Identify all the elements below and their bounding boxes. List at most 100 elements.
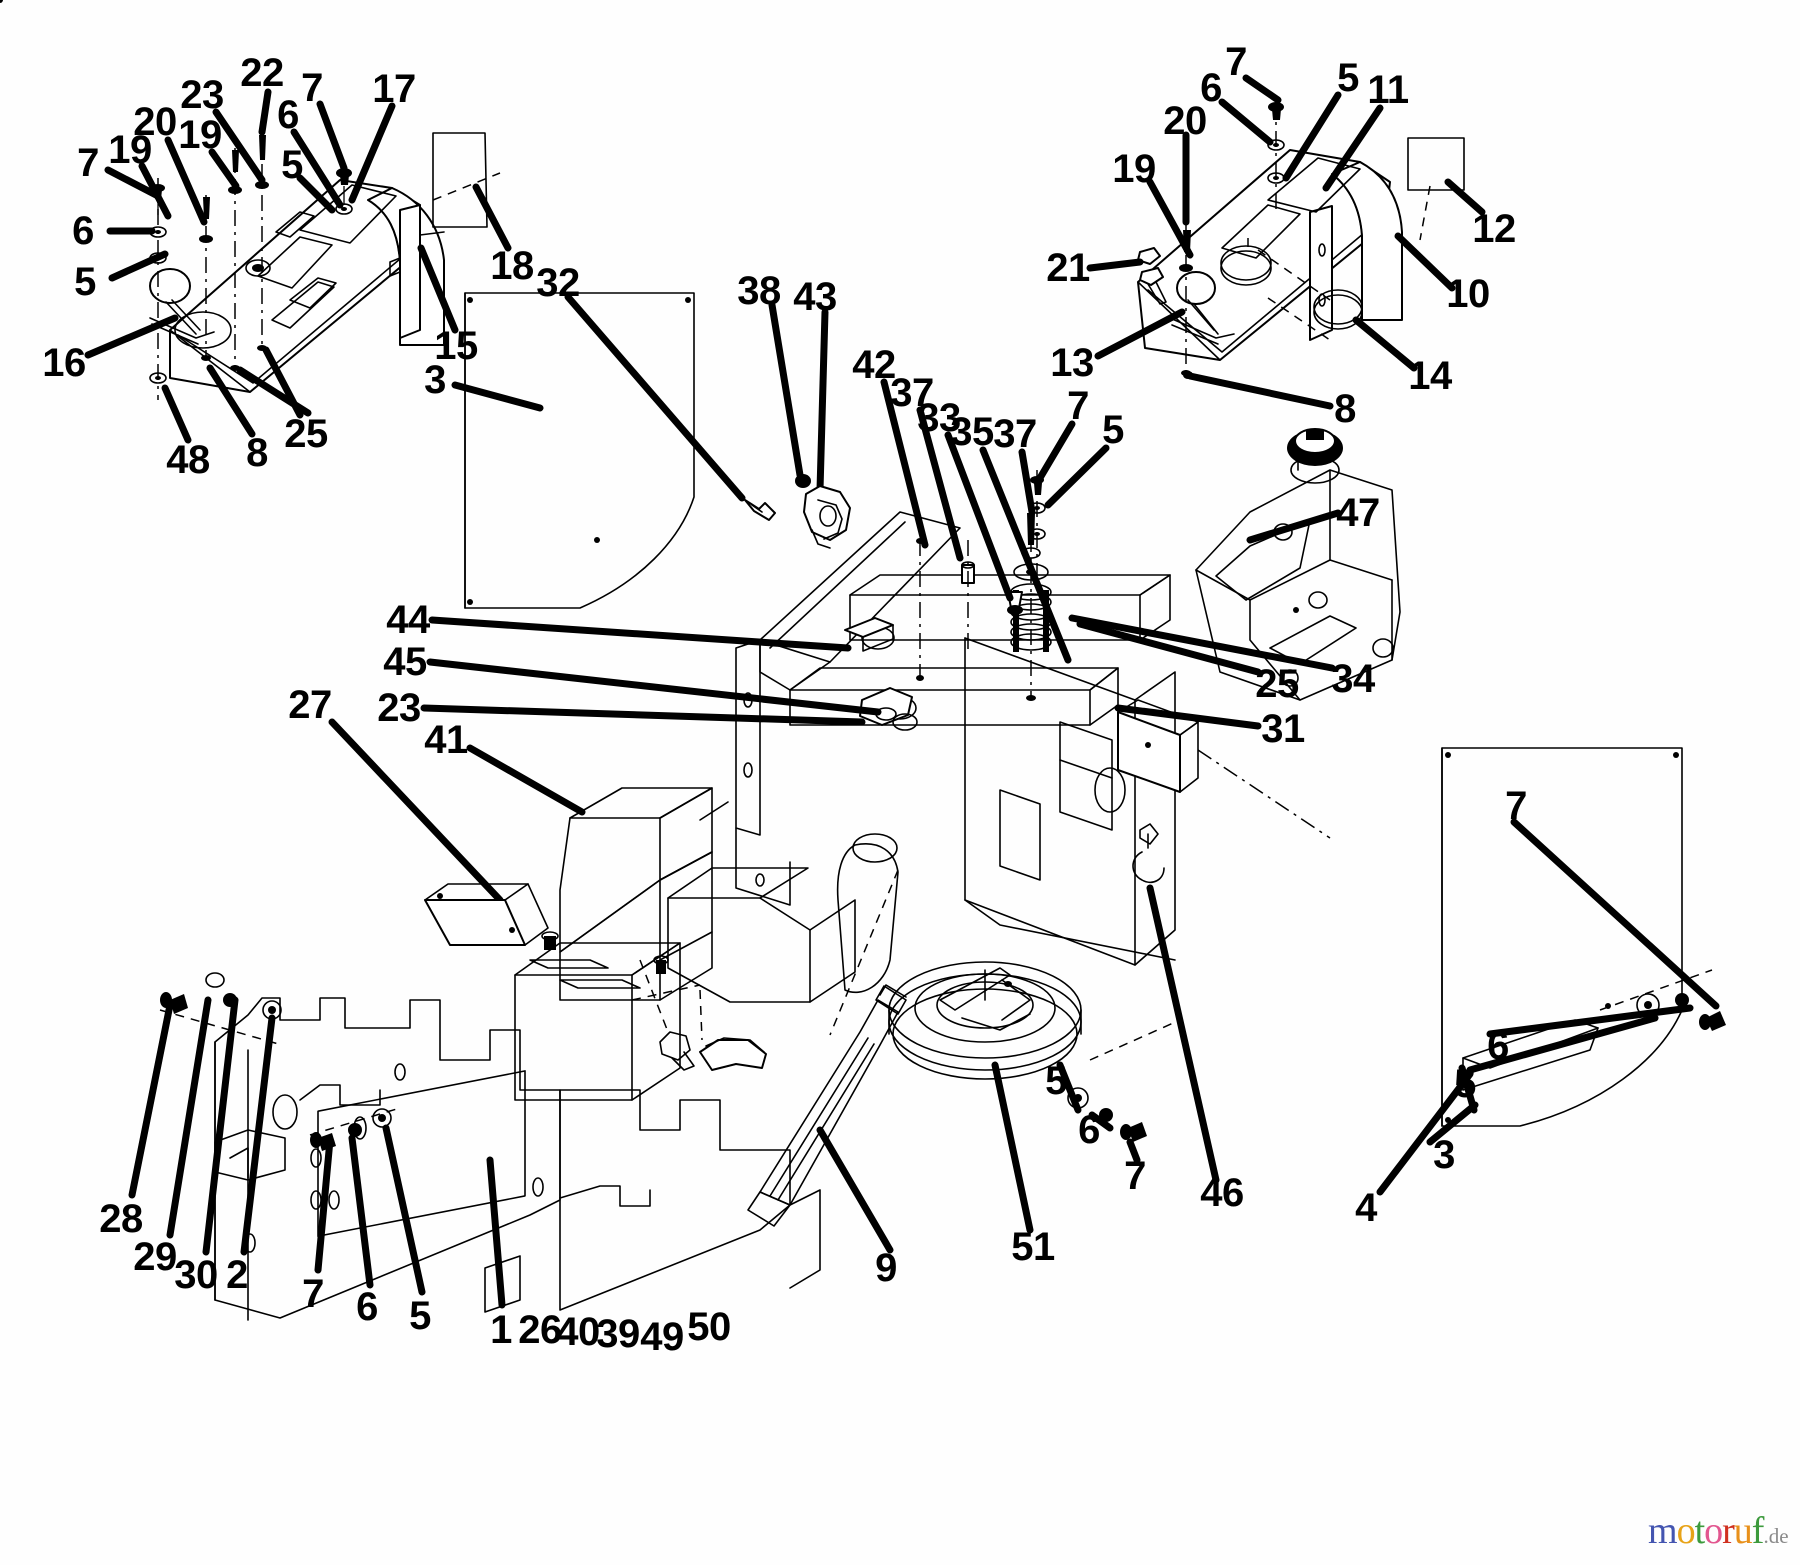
leaders-center-top [880, 378, 1110, 664]
callout-c4: 19 [108, 128, 152, 172]
callout-c27: 37 [993, 412, 1037, 456]
callout-c26: 35 [950, 410, 994, 454]
callout-c54: 2 [226, 1253, 248, 1297]
callout-c71: 3 [1433, 1133, 1455, 1177]
callout-c33: 7 [1225, 40, 1247, 84]
latch-32 [564, 293, 776, 521]
wm-letter-r: r [1722, 1510, 1735, 1552]
callout-c50: 41 [424, 718, 468, 762]
callout-c15: 8 [246, 431, 268, 475]
callout-c21: 38 [737, 269, 781, 313]
callout-c53: 30 [174, 1253, 218, 1297]
callout-c72: 5 [1454, 1062, 1476, 1106]
callout-c2: 6 [72, 209, 94, 253]
callout-c57: 5 [409, 1294, 431, 1338]
callout-c44: 34 [1331, 657, 1375, 701]
seat-41 [424, 787, 856, 1003]
wm-letter-m: m [1648, 1510, 1678, 1552]
callout-c41: 8 [1334, 387, 1356, 431]
fastener-stack-mid [199, 195, 213, 361]
callout-c46: 44 [386, 598, 430, 642]
left-fender-assembly [149, 133, 445, 400]
callout-c48: 23 [377, 686, 421, 730]
callout-c28: 7 [1067, 384, 1089, 428]
callout-c68: 7 [1124, 1154, 1146, 1198]
panel-18 [432, 132, 501, 228]
callout-c67: 6 [1078, 1108, 1100, 1152]
chute [829, 833, 899, 1036]
callout-c49: 27 [288, 683, 332, 727]
callout-c43: 25 [1255, 662, 1299, 706]
callout-c29: 5 [1102, 408, 1124, 452]
callout-c73: 6 [1487, 1024, 1509, 1068]
callout-c63: 50 [687, 1305, 731, 1349]
fastener-stack-22 [255, 133, 269, 351]
callout-c22: 43 [793, 275, 837, 319]
callout-c58: 1 [490, 1308, 512, 1352]
fastener-stack-right [335, 168, 353, 215]
lever-rod-9 [747, 984, 907, 1254]
callout-c56: 6 [356, 1285, 378, 1329]
callout-c23: 42 [852, 343, 896, 387]
callout-c16: 25 [284, 412, 328, 456]
callout-c37: 10 [1446, 272, 1490, 316]
wm-letter-o1: o [1676, 1510, 1696, 1552]
callout-c69: 46 [1200, 1171, 1244, 1215]
callout-c7: 23 [180, 73, 224, 117]
main-frame-chassis [735, 511, 1331, 966]
hook-46 [1132, 823, 1220, 1184]
callout-c65: 51 [1011, 1225, 1055, 1269]
callout-c30: 19 [1112, 147, 1156, 191]
callout-c74: 7 [1505, 784, 1527, 828]
leaders-right-mid [1068, 614, 1336, 730]
callout-c60: 40 [556, 1310, 600, 1354]
battery-26 [514, 931, 701, 1101]
callout-c19: 3 [424, 358, 446, 402]
callout-c40: 13 [1050, 341, 1094, 385]
callout-c5: 20 [133, 100, 177, 144]
callout-c52: 29 [133, 1235, 177, 1279]
callout-c18: 18 [490, 244, 534, 288]
leaders-left [84, 88, 512, 444]
callout-c31: 20 [1163, 99, 1207, 143]
callout-c25: 33 [917, 396, 961, 440]
callout-c20: 32 [536, 261, 580, 305]
fuel-tank-47 [1195, 428, 1401, 701]
leaders-bottom-left [128, 996, 506, 1309]
callout-c62: 49 [640, 1315, 684, 1359]
wm-suffix: .de [1763, 1524, 1789, 1548]
valve-43 [768, 301, 851, 549]
callout-c64: 9 [875, 1246, 897, 1290]
right-fender-assembly [1137, 100, 1465, 376]
wm-letter-u: u [1733, 1510, 1753, 1552]
watermark-motoruf: motoruf.de [1648, 1512, 1789, 1550]
callout-c42: 47 [1336, 491, 1380, 535]
callout-c1: 7 [77, 141, 99, 185]
callout-c32: 6 [1200, 66, 1222, 110]
callout-c6: 19 [178, 113, 222, 157]
side-panel-right-4 [1376, 747, 1726, 1196]
callout-c38: 14 [1408, 354, 1452, 398]
callout-c66: 5 [1045, 1059, 1067, 1103]
callout-c39: 21 [1046, 246, 1090, 290]
callout-c10: 5 [281, 143, 303, 187]
callout-c36: 12 [1472, 207, 1516, 251]
callout-c35: 11 [1367, 68, 1409, 112]
callout-c14: 48 [166, 438, 210, 482]
hoses-fittings [639, 959, 767, 1071]
callout-c51: 28 [99, 1197, 143, 1241]
wm-letter-t: t [1694, 1510, 1706, 1552]
callout-c59: 26 [518, 1308, 562, 1352]
callout-c55: 7 [302, 1272, 324, 1316]
callout-c11: 7 [301, 66, 323, 110]
callout-c47: 45 [383, 640, 427, 684]
callout-c61: 39 [596, 1312, 640, 1356]
callout-c45: 31 [1261, 707, 1305, 751]
callout-c24: 37 [890, 371, 934, 415]
callout-c9: 6 [277, 93, 299, 137]
callout-c3: 5 [74, 260, 96, 304]
callout-c17: 15 [434, 324, 478, 368]
pulley-51 [888, 961, 1082, 1234]
wm-letter-o2: o [1704, 1510, 1723, 1552]
